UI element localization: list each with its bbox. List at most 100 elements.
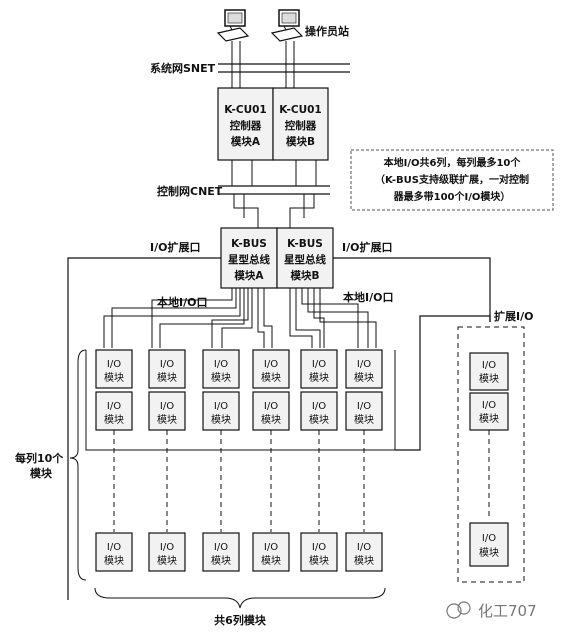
module-label-line2: 模块 bbox=[479, 413, 499, 425]
right-expansion-line bbox=[333, 257, 491, 322]
module-label-line1: I/O bbox=[357, 359, 371, 370]
note-line-3: 器最多带100个I/O模块） bbox=[393, 190, 511, 203]
expand-io-module-3: I/O 模块 bbox=[469, 522, 509, 567]
module-label-line1: I/O bbox=[214, 359, 228, 370]
module-label-line2: 模块 bbox=[354, 372, 374, 384]
module-label-line2: 模块 bbox=[211, 414, 231, 426]
module-label-line2: 模块 bbox=[309, 414, 329, 426]
workstation-icon-2 bbox=[270, 9, 304, 42]
io-module-col1-row2: I/O 模块 bbox=[95, 391, 133, 431]
watermark-logo bbox=[446, 601, 471, 619]
kbus-a-line1: K-BUS bbox=[231, 238, 267, 250]
io-module-col6-row1: I/O 模块 bbox=[345, 349, 383, 389]
local-io-right-label: 本地I/O口 bbox=[343, 290, 393, 304]
expand-io-label: 扩展I/O bbox=[494, 309, 533, 323]
io-module-col5-row10: I/O 模块 bbox=[300, 532, 338, 572]
workstation-icon-1 bbox=[216, 9, 250, 42]
local-io-left-label: 本地I/O口 bbox=[157, 295, 207, 309]
io-module-col1-row10: I/O 模块 bbox=[95, 532, 133, 572]
controller-b-line3: 模块B bbox=[286, 135, 315, 148]
kbus-module-b: K-BUS 星型总线 模块B bbox=[276, 227, 334, 289]
controller-a-line1: K-CU01 bbox=[224, 104, 266, 116]
module-label-line1: I/O bbox=[160, 401, 174, 412]
module-label-line2: 模块 bbox=[211, 372, 231, 384]
module-label-line1: I/O bbox=[357, 401, 371, 412]
io-module-col6-row10: I/O 模块 bbox=[345, 532, 383, 572]
module-label-line2: 模块 bbox=[157, 414, 177, 426]
io-module-col6-row2: I/O 模块 bbox=[345, 391, 383, 431]
column-count-label-line2: 模块 bbox=[30, 466, 53, 480]
module-label-line1: I/O bbox=[312, 359, 326, 370]
column-bracket bbox=[69, 349, 87, 581]
local-io-fanout bbox=[103, 288, 377, 348]
module-label-line1: I/O bbox=[214, 542, 228, 553]
io-module-col3-row10: I/O 模块 bbox=[202, 532, 240, 572]
module-label-line2: 模块 bbox=[479, 547, 499, 559]
total-columns-label: 共6列模块 bbox=[214, 613, 267, 627]
io-module-col1-row1: I/O模块 bbox=[95, 349, 133, 389]
note-box bbox=[350, 149, 554, 211]
snet-bus-line bbox=[218, 63, 350, 73]
module-label-line2: 模块 bbox=[261, 555, 281, 567]
controller-a-line2: 控制器 bbox=[230, 119, 262, 132]
io-module-col2-row2: I/O 模块 bbox=[148, 391, 186, 431]
module-label-line2: 模块 bbox=[479, 373, 499, 385]
module-label-line1: I/O bbox=[482, 533, 496, 544]
module-label-line1: I/O bbox=[264, 542, 278, 553]
io-expansion-port-left-label: I/O扩展口 bbox=[150, 240, 200, 254]
io-module-col2-row1: I/O 模块 bbox=[148, 349, 186, 389]
module-label-line2: 模块 bbox=[309, 372, 329, 384]
module-label-line2: 模块 bbox=[104, 555, 124, 567]
controller-b-line1: K-CU01 bbox=[279, 104, 321, 116]
module-frame-line bbox=[85, 350, 396, 451]
module-label-line2: 模块 bbox=[104, 414, 124, 426]
module-label-line2: 模块 bbox=[211, 555, 231, 567]
cnet-bus-line bbox=[218, 185, 330, 195]
io-module-col4-row1: I/O模块 bbox=[252, 349, 290, 389]
io-module-col5-row1: I/O 模块 bbox=[300, 349, 338, 389]
module-label-line2: 模块 bbox=[157, 372, 177, 384]
io-module-columns: I/O 模块 I/O 模块 I/O 模块 I/O 模块 I/O 模块 I/O 模块 I/O 模块 I/O 模块… bbox=[85, 349, 396, 572]
module-label-line2: 模块 bbox=[104, 372, 124, 384]
module-label-line1: I/O bbox=[214, 401, 228, 412]
kbus-b-line3: 模块B bbox=[290, 269, 319, 282]
module-label-line1: I/O bbox=[312, 401, 326, 412]
module-label-line2: 模块 bbox=[261, 414, 281, 426]
controller-a-line3: 模块A bbox=[231, 135, 261, 148]
io-module-col4-row10: I/O 模块 bbox=[252, 532, 290, 572]
snet-label: 系统网SNET bbox=[150, 61, 216, 75]
bottom-brace bbox=[94, 587, 386, 609]
kbus-a-line2: 星型总线 bbox=[228, 253, 270, 266]
module-label-line1: I/O bbox=[312, 542, 326, 553]
kbus-b-line1: K-BUS bbox=[287, 238, 323, 250]
expand-io-link-line bbox=[395, 315, 491, 451]
module-label-line1: I/O bbox=[264, 401, 278, 412]
column-count-label-line1: 每列10个 bbox=[15, 451, 64, 465]
module-label-line1: I/O bbox=[107, 401, 121, 412]
module-label-line2: 模块 bbox=[261, 372, 281, 384]
expand-io-group-box bbox=[457, 326, 525, 583]
io-expansion-port-right-label: I/O扩展口 bbox=[342, 240, 392, 254]
io-module-col3-row1: I/O 模块 bbox=[202, 349, 240, 389]
left-expansion-line bbox=[67, 257, 221, 600]
module-label-line1: I/O bbox=[357, 542, 371, 553]
module-label-line1: I/O bbox=[482, 360, 496, 371]
expand-io-module-1: I/O 模块 bbox=[469, 352, 509, 391]
module-label-line2: 模块 bbox=[354, 555, 374, 567]
note-line-2: （K-BUS支持级联扩展，一对控制 bbox=[375, 173, 529, 186]
cnet-label: 控制网CNET bbox=[157, 184, 223, 198]
module-label-line2: 模块 bbox=[309, 555, 329, 567]
watermark-text: 化工707 bbox=[478, 602, 537, 620]
note-line-1: 本地I/O共6列，每列最多10个 bbox=[384, 156, 522, 169]
module-label-line1: I/O bbox=[160, 542, 174, 553]
module-label-line1: I/O bbox=[482, 400, 496, 411]
controller-module-b: K-CU01 控制器 模块B bbox=[272, 87, 329, 161]
kbus-b-line2: 星型总线 bbox=[284, 253, 326, 266]
io-module-col3-row2: I/O 模块 bbox=[202, 391, 240, 431]
module-label-line2: 模块 bbox=[157, 555, 177, 567]
module-label-line1: I/O bbox=[160, 359, 174, 370]
io-module-col4-row2: I/O 模块 bbox=[252, 391, 290, 431]
module-label-line1: I/O bbox=[107, 542, 121, 553]
module-label-line2: 模块 bbox=[354, 414, 374, 426]
io-module-col2-row10: I/O 模块 bbox=[148, 532, 186, 572]
